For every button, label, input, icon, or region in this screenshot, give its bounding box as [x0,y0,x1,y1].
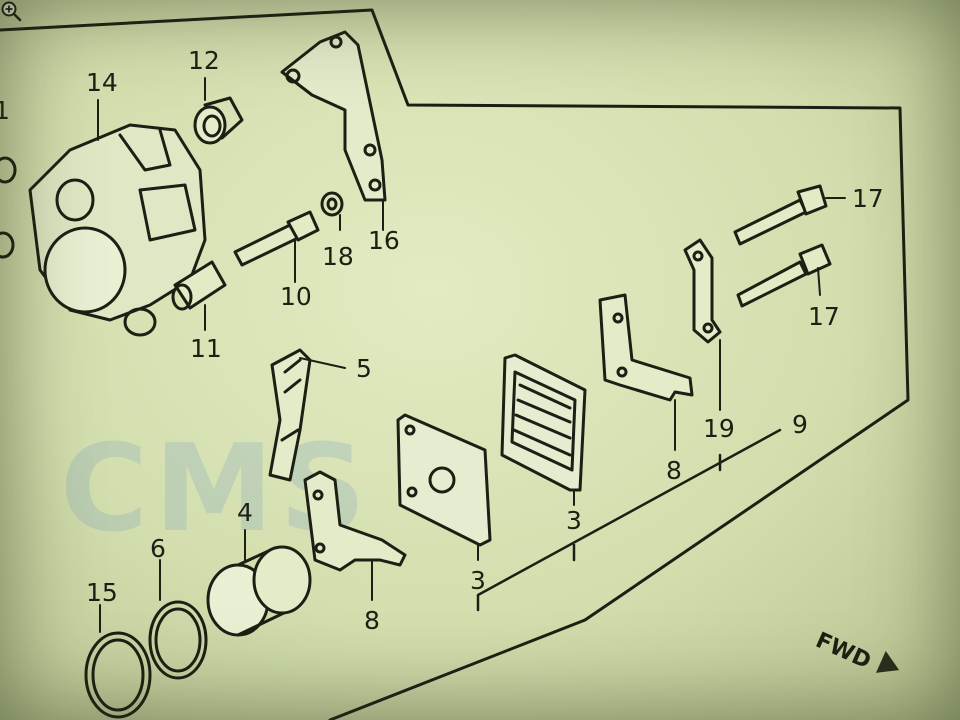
pad-spring [268,348,346,482]
callout-14: 14 [86,68,118,97]
callout-11: 11 [190,334,222,363]
callout-17-lower: 17 [808,302,840,331]
callout-17-upper: 17 [852,184,884,213]
callout-10: 10 [280,282,312,311]
pad-set-bracket [476,428,782,612]
callout-8-upper: 8 [666,456,682,485]
caliper-pin [233,210,320,283]
bolt-upper [733,184,846,246]
piston-seal [84,604,152,719]
washer [320,191,344,217]
brake-pad-front [396,413,492,561]
callout-6: 6 [150,534,166,563]
bolt-lower [736,243,832,308]
zoom-in-cursor-icon[interactable] [0,0,22,22]
shim-plate [683,238,722,411]
callout-16: 16 [368,226,400,255]
pad-shim-upper [598,293,694,451]
callout-8-lower: 8 [364,606,380,635]
piston [206,529,312,637]
callout-9: 9 [792,410,808,439]
pad-shim-lower [303,470,407,601]
pin-bolt [171,260,227,331]
callout-18: 18 [322,242,354,271]
caliper-body [0,123,207,337]
brake-pad-rear [500,353,587,506]
dust-seal [148,559,208,680]
callout-12: 12 [188,46,220,75]
caliper-bracket [280,30,387,231]
callout-4: 4 [237,498,253,527]
callout-1-partial: 1 [0,96,10,125]
callout-19: 19 [703,414,735,443]
callout-3-rear: 3 [566,506,582,535]
assembly-outline [0,8,910,720]
caliper-bushing [193,96,244,145]
callout-3-front: 3 [470,566,486,595]
callout-15: 15 [86,578,118,607]
callout-5: 5 [356,354,372,383]
